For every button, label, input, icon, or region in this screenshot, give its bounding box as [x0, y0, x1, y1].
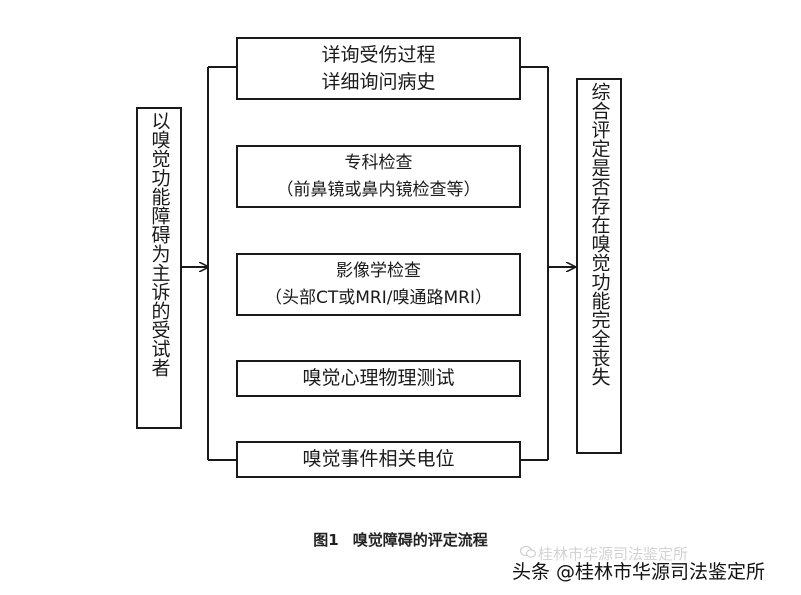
figure-caption: 图1 嗅觉障碍的评定流程 — [0, 529, 801, 550]
step-psychophysical-test-label: 嗅觉心理物理测试 — [302, 367, 455, 389]
wechat-logo-icon — [520, 546, 536, 558]
watermark-ghost-text: 桂林市华源司法鉴定所 — [538, 545, 689, 563]
figure-label: 图1 — [313, 531, 339, 549]
step-specialist-exam-line1: 专科检查 — [344, 152, 413, 173]
step-imaging-box: 影像学检查 （头部CT或MRI/嗅通路MRI） — [236, 253, 521, 316]
watermark-text: 头条 @桂林市华源司法鉴定所 — [512, 561, 766, 583]
figure-title: 嗅觉障碍的评定流程 — [352, 531, 488, 549]
step-imaging-line2: （头部CT或MRI/嗅通路MRI） — [265, 287, 492, 308]
step-imaging-line1: 影像学检查 — [336, 260, 421, 281]
step-history-line2: 详细询问病史 — [321, 70, 436, 93]
conclusion-box: 综合评定是否存在嗅觉功能完全丧失 — [576, 78, 622, 454]
subject-box: 以嗅觉功能障碍为主诉的受试者 — [136, 107, 182, 429]
subject-text: 以嗅觉功能障碍为主诉的受试者 — [148, 111, 171, 377]
step-history-box: 详询受伤过程 详细询问病史 — [236, 37, 521, 100]
step-psychophysical-test-box: 嗅觉心理物理测试 — [236, 360, 521, 397]
step-erp-label: 嗅觉事件相关电位 — [302, 448, 455, 470]
step-specialist-exam-box: 专科检查 （前鼻镜或鼻内镜检查等） — [236, 145, 521, 208]
step-specialist-exam-line2: （前鼻镜或鼻内镜检查等） — [276, 179, 481, 200]
step-erp-box: 嗅觉事件相关电位 — [236, 441, 521, 478]
conclusion-text: 综合评定是否存在嗅觉功能完全丧失 — [588, 82, 611, 386]
step-history-line1: 详询受伤过程 — [321, 43, 436, 66]
